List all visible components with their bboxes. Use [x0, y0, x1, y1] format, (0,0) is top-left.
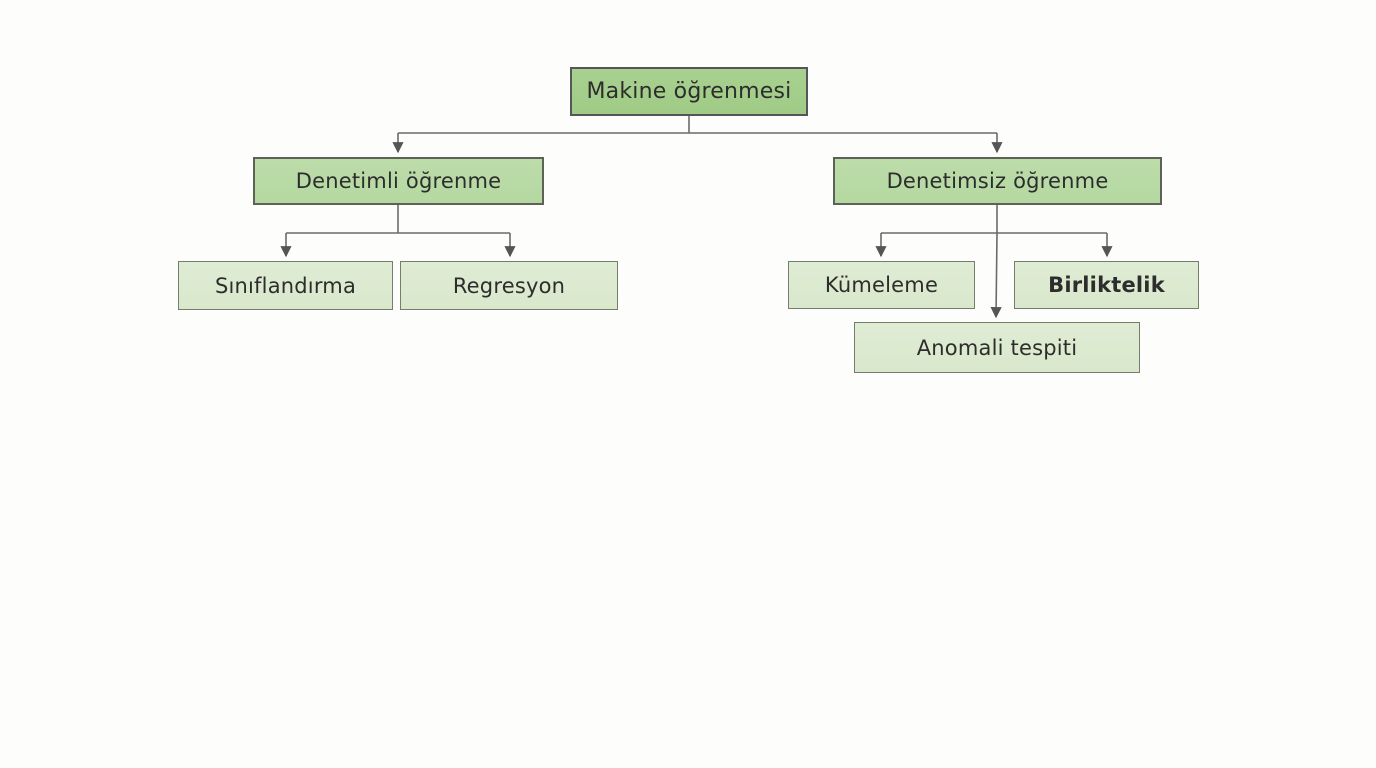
node-siniflandirma: Sınıflandırma	[178, 261, 393, 310]
node-anomali-tespiti: Anomali tespiti	[854, 322, 1140, 373]
node-kumeleme: Kümeleme	[788, 261, 975, 309]
node-denetimli-ogrenme: Denetimli öğrenme	[253, 157, 544, 205]
node-birliktelik: Birliktelik	[1014, 261, 1199, 309]
node-regresyon: Regresyon	[400, 261, 618, 310]
node-makine-ogrenmesi: Makine öğrenmesi	[570, 67, 808, 116]
node-denetimsiz-ogrenme: Denetimsiz öğrenme	[833, 157, 1162, 205]
